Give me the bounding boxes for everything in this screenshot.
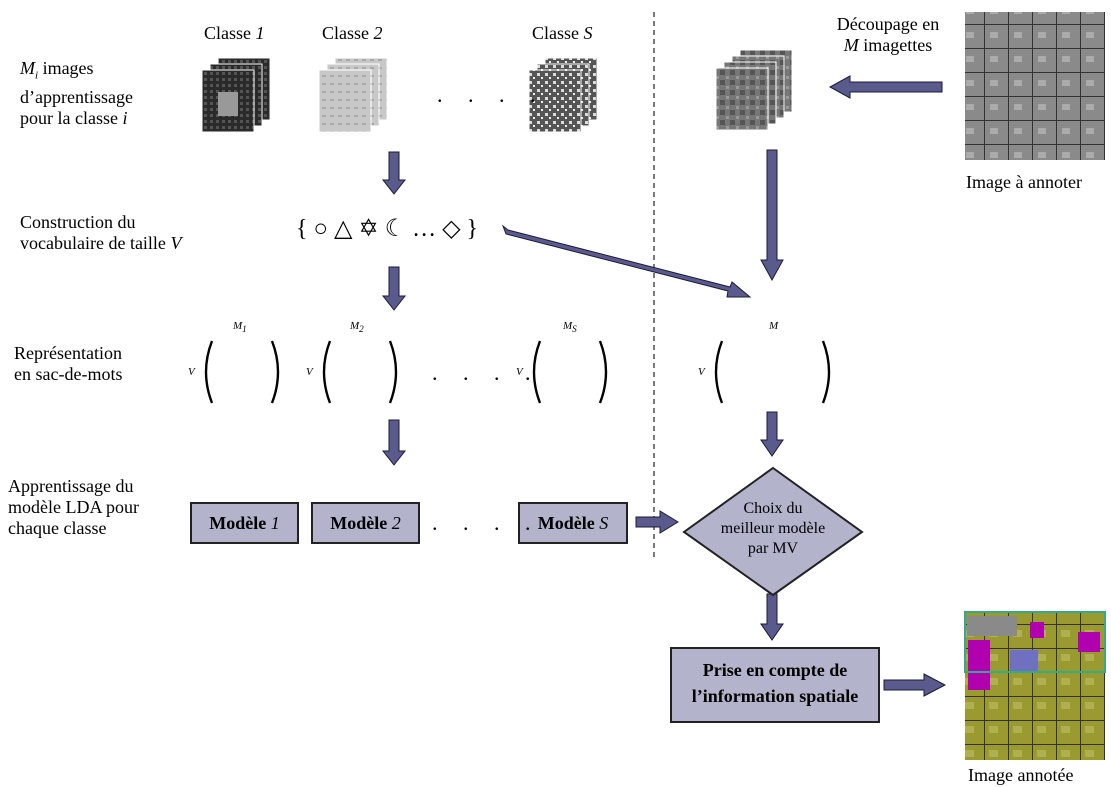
classS-label: Classe S xyxy=(532,23,593,43)
matrix-m2-label: M2 xyxy=(350,320,364,335)
matrix-brackets xyxy=(204,340,831,404)
ellipsis-bow: . . . . xyxy=(432,360,541,385)
class1-thumbnails xyxy=(201,57,271,133)
modelS-box: Modèle S xyxy=(518,502,628,544)
decision-diamond xyxy=(682,466,864,597)
class2-label: Classe 2 xyxy=(322,23,383,43)
arrow-down-right-1 xyxy=(760,149,784,282)
arrow-down-right-2 xyxy=(760,411,784,457)
arrow-right-modelS xyxy=(635,510,679,534)
matrix-v-label-1: V xyxy=(188,366,195,378)
class1-label: Classe 1 xyxy=(204,23,265,43)
vocab-symbols: { ○ △ ✡ ☾ … ◇ } xyxy=(296,216,479,242)
matrix-v-label-2: V xyxy=(306,366,313,378)
class2-thumbnails xyxy=(318,57,388,133)
image-to-annotate-label: Image à annoter xyxy=(966,172,1082,192)
ellipsis-models: . . . . xyxy=(432,510,541,535)
imagettes-thumbnails xyxy=(715,49,793,131)
image-annotated-label: Image annotée xyxy=(968,765,1074,785)
image-to-annotate xyxy=(965,12,1105,160)
arrow-down-1 xyxy=(381,151,407,195)
matrix-ms-label: MS xyxy=(563,320,577,335)
arrow-right-spatial xyxy=(883,673,947,697)
arrow-down-right-3 xyxy=(760,593,784,641)
model1-box: Modèle 1 xyxy=(190,502,299,544)
classS-thumbnails xyxy=(528,57,598,133)
arrow-diagonal-vocab xyxy=(501,224,752,298)
matrix-m1-label: M1 xyxy=(233,320,247,335)
matrix-v-label-4: V xyxy=(698,366,705,378)
arrow-down-2 xyxy=(381,266,407,311)
train-images-label: Mi images d’apprentissage pour la classe… xyxy=(20,58,133,128)
arrow-left-decoupage xyxy=(828,75,943,99)
model2-box: Modèle 2 xyxy=(311,502,420,544)
image-annotated xyxy=(964,611,1106,760)
matrix-m-label: M xyxy=(769,320,779,332)
matrix-v-label-3: V xyxy=(516,366,523,378)
ellipsis-top: . . . . xyxy=(437,82,546,107)
arrow-down-3 xyxy=(381,419,407,466)
